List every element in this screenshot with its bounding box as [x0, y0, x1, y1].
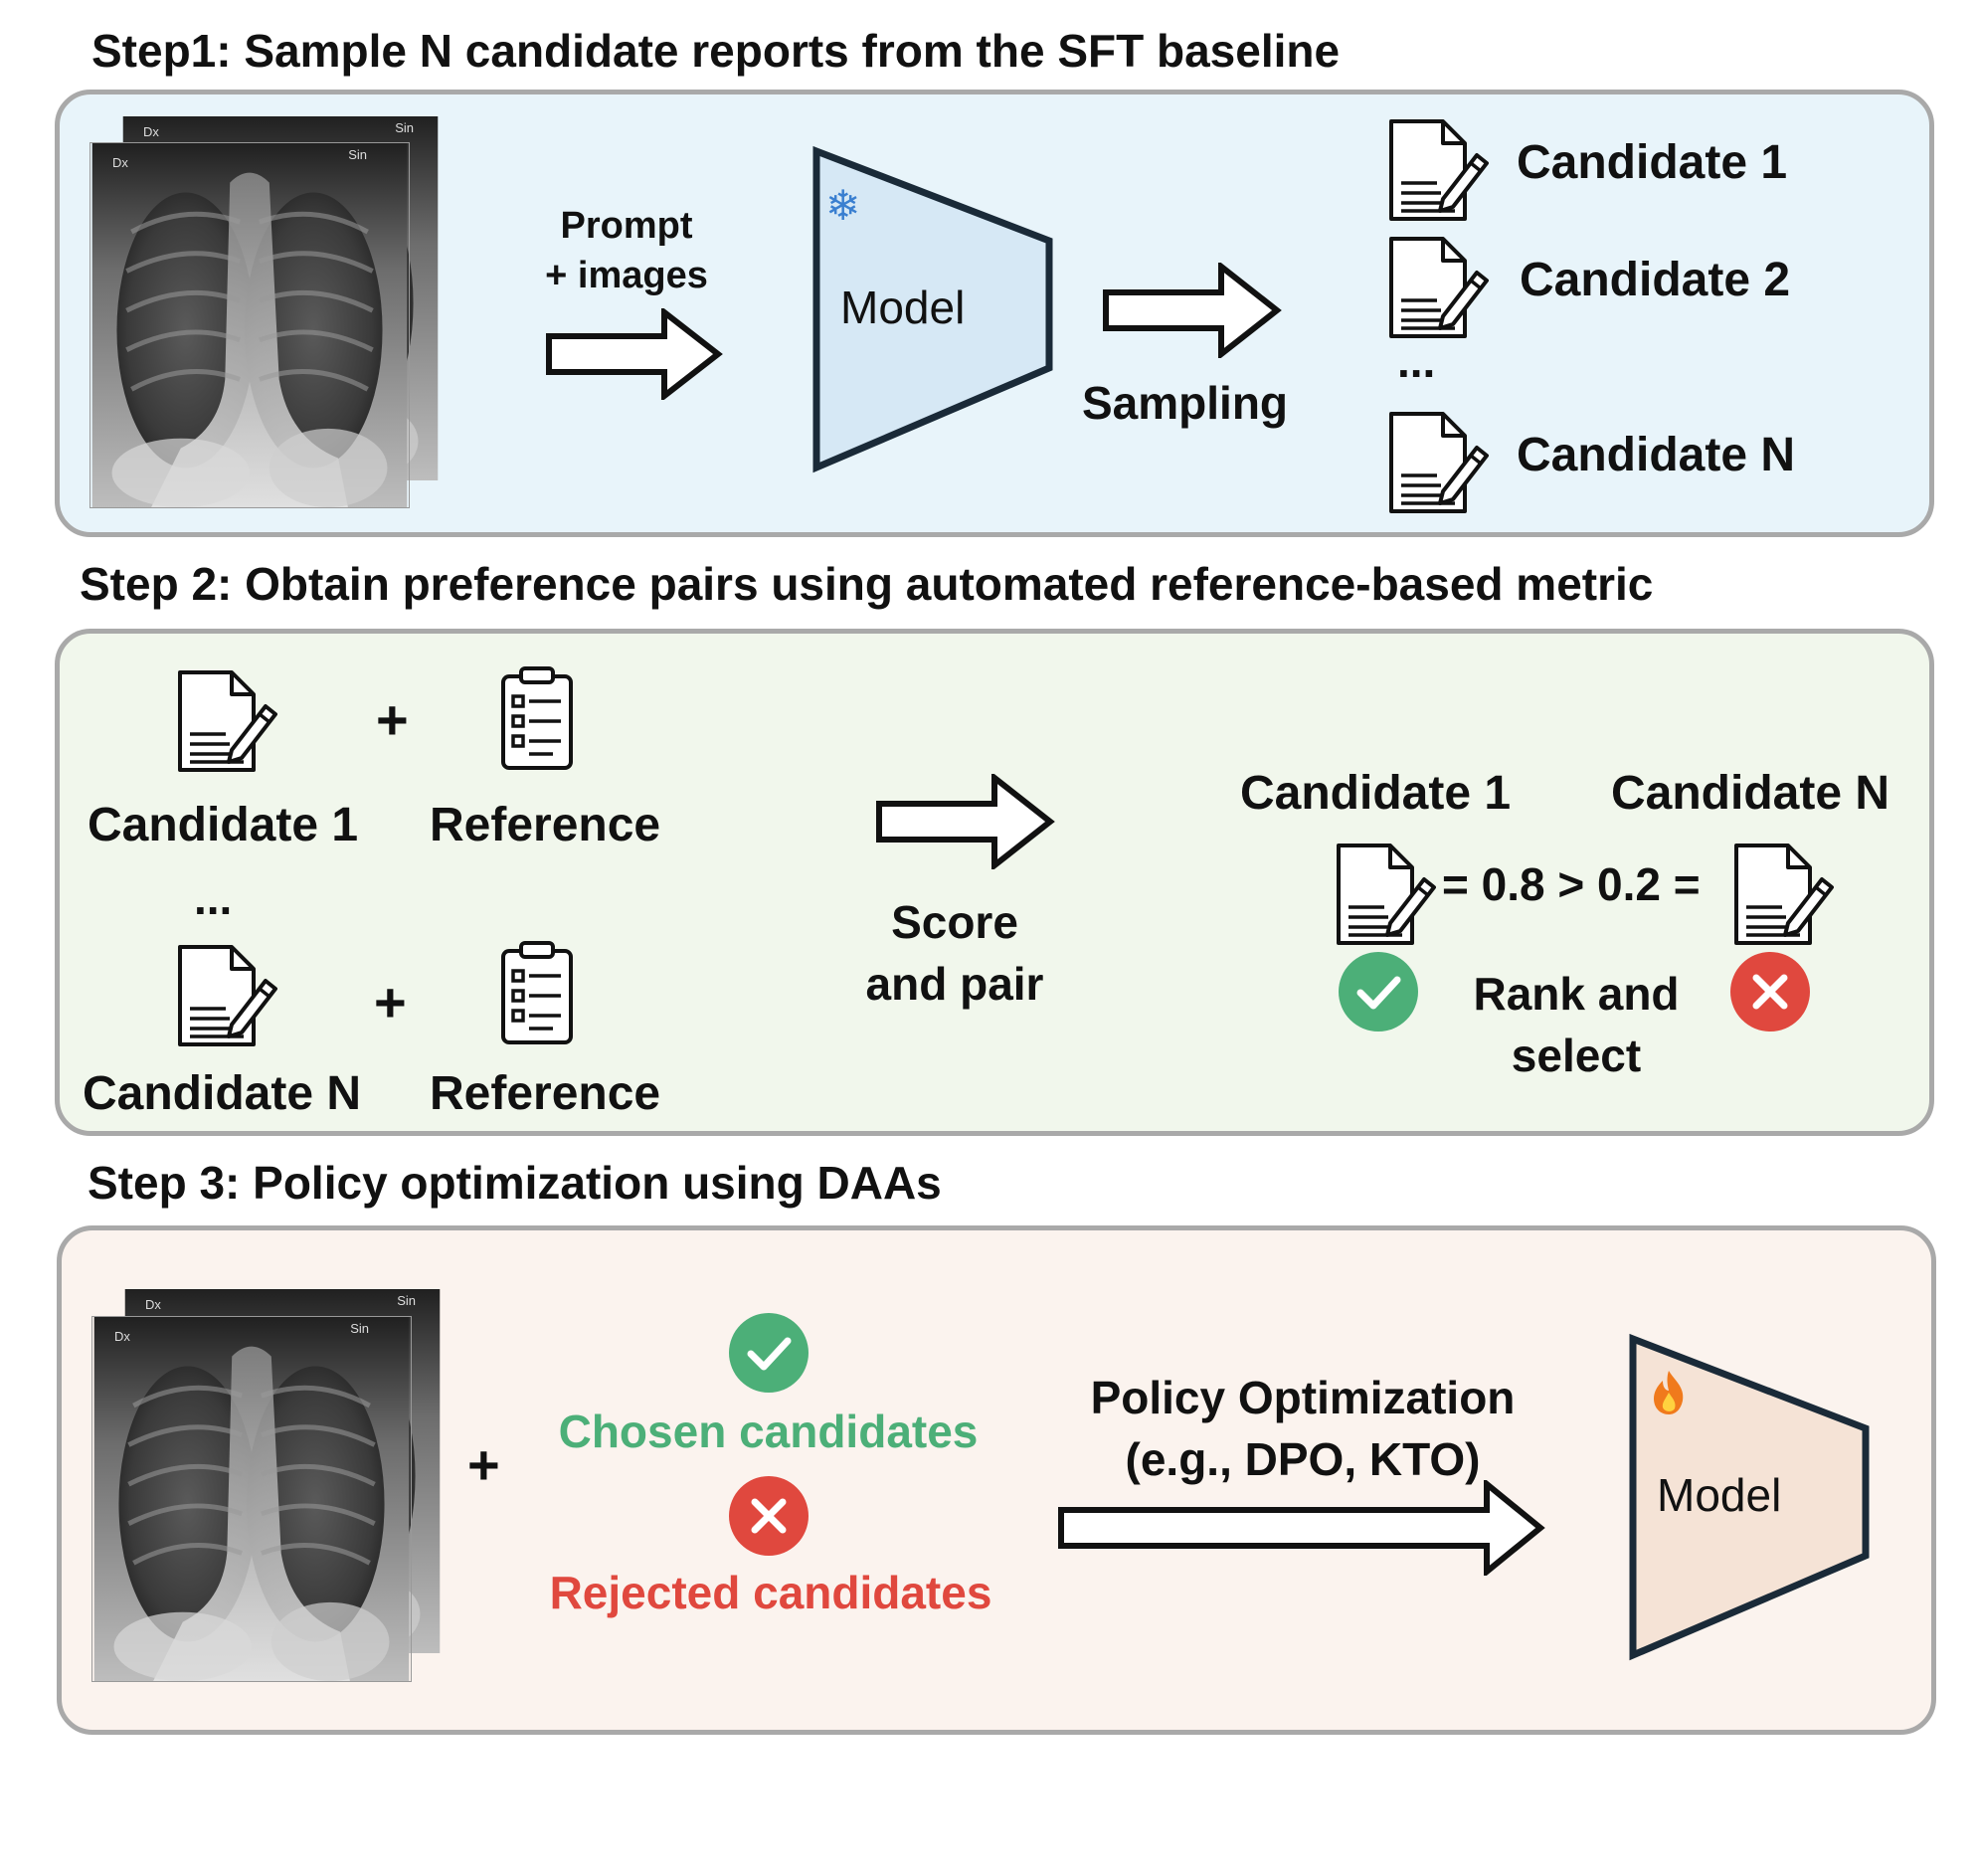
xray-tag-sin: Sin — [350, 1321, 369, 1336]
chest-xray-front: Dx Sin — [90, 142, 410, 508]
sampling-arrow — [1103, 263, 1282, 358]
candidate-ellipsis: ... — [1397, 335, 1436, 387]
step2-panel — [55, 629, 1934, 1136]
candidate-label: Candidate N — [1517, 429, 1796, 481]
compare-left-label: Candidate 1 — [1240, 767, 1512, 820]
model-label-top: Model — [840, 281, 966, 333]
policy-label-line1: Policy Optimization — [1090, 1372, 1516, 1423]
step2-ellipsis: ... — [194, 872, 233, 924]
policy-arrow — [1058, 1480, 1545, 1576]
cross-icon — [1730, 952, 1810, 1032]
compare-right-label: Candidate N — [1611, 767, 1890, 820]
plus-sign: + — [374, 971, 407, 1033]
xray-tag-dx: Dx — [112, 155, 128, 170]
xray-tag-sin: Sin — [348, 147, 367, 162]
step2-title: Step 2: Obtain preference pairs using au… — [80, 558, 1654, 610]
xray-tag-sin: Sin — [395, 120, 414, 135]
score-arrow — [876, 774, 1055, 869]
document-icon — [1389, 412, 1489, 513]
chosen-candidates-label: Chosen candidates — [558, 1406, 979, 1457]
document-icon — [1389, 237, 1489, 338]
score-comparison: = 0.8 > 0.2 = — [1442, 858, 1701, 910]
reference-label: Reference — [430, 1067, 661, 1120]
chest-xray-back: Dx Sin — [121, 116, 440, 480]
trainable-model-shape — [1629, 1333, 1870, 1661]
policy-optimization-label: Policy Optimization (e.g., DPO, KTO) — [1054, 1367, 1551, 1490]
check-icon — [1339, 952, 1418, 1032]
check-icon — [729, 1313, 809, 1393]
document-icon — [178, 670, 277, 772]
rank-label-line2: select — [1511, 1030, 1642, 1081]
rank-label-line1: Rank and — [1473, 968, 1680, 1020]
chest-xray-back: Dx Sin — [123, 1289, 442, 1653]
frozen-model-shape — [812, 145, 1053, 473]
cross-icon — [729, 1476, 809, 1556]
plus-sign: + — [376, 688, 409, 751]
document-icon — [1337, 844, 1436, 945]
rejected-candidates-label: Rejected candidates — [549, 1567, 992, 1618]
prompt-arrow — [546, 308, 723, 400]
score-label-line1: Score — [891, 896, 1018, 948]
candidate-top-label: Candidate 1 — [88, 799, 359, 851]
prompt-label: Prompt + images — [517, 201, 736, 300]
snowflake-icon: ❄ — [825, 182, 861, 229]
chest-xray-front: Dx Sin — [91, 1316, 412, 1682]
score-label: Score and pair — [835, 891, 1074, 1015]
xray-tag-dx: Dx — [114, 1329, 130, 1344]
score-label-line2: and pair — [865, 958, 1044, 1010]
candidate-label: Candidate 1 — [1517, 136, 1788, 189]
reference-label: Reference — [430, 799, 661, 851]
prompt-label-line2: + images — [545, 255, 708, 296]
document-icon — [178, 945, 277, 1046]
sampling-label: Sampling — [1082, 377, 1289, 429]
document-icon — [1389, 119, 1489, 221]
candidate-bottom-label: Candidate N — [83, 1067, 362, 1120]
prompt-label-line1: Prompt — [560, 205, 693, 247]
model-label-bottom: Model — [1657, 1469, 1782, 1521]
step3-title: Step 3: Policy optimization using DAAs — [88, 1157, 942, 1209]
xray-tag-dx: Dx — [145, 1297, 161, 1312]
rank-label: Rank and select — [1442, 963, 1710, 1086]
xray-tag-dx: Dx — [143, 124, 159, 139]
fire-icon — [1654, 1371, 1684, 1414]
checklist-icon — [501, 941, 573, 1044]
xray-tag-sin: Sin — [397, 1293, 416, 1308]
step1-title: Step1: Sample N candidate reports from t… — [91, 25, 1341, 77]
document-icon — [1734, 844, 1834, 945]
policy-label-line2: (e.g., DPO, KTO) — [1125, 1433, 1481, 1485]
checklist-icon — [501, 666, 573, 770]
candidate-label: Candidate 2 — [1520, 254, 1791, 306]
plus-sign: + — [467, 1433, 500, 1496]
